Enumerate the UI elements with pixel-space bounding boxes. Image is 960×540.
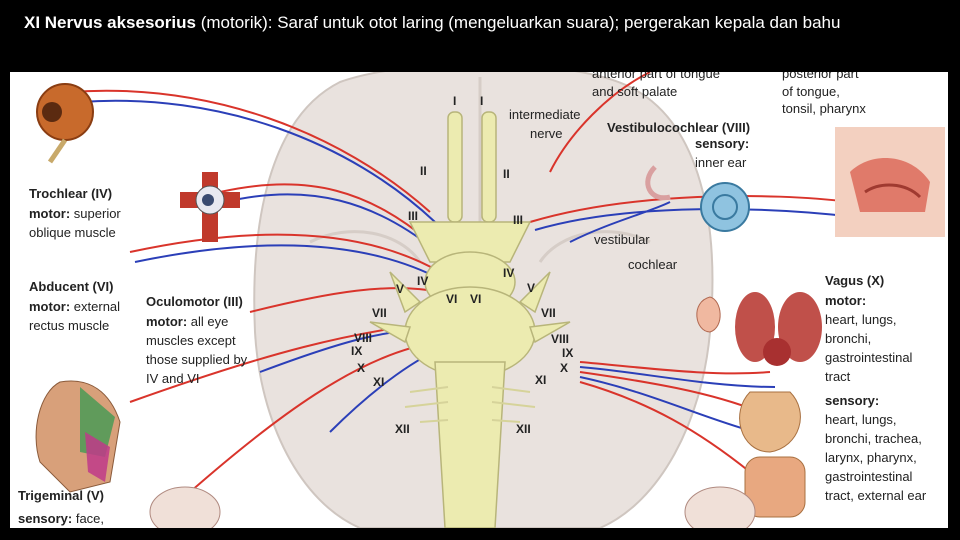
numeral-II-right: II [503,167,510,181]
vagus-sensory-5: tract, external ear [825,488,926,504]
trochlear-motor: motor: superior [29,206,121,222]
mouth-section-illustration [835,127,945,237]
slide-title-rest: (motorik): Saraf untuk otot laring (meng… [196,13,840,32]
numeral-XI-right: XI [535,373,546,387]
label-anterior-tongue: anterior part of tongue [592,72,720,82]
numeral-IX-right: IX [562,346,573,360]
cranial-nerves-figure: anterior part of tongue and soft palate … [10,72,948,528]
numeral-I-right: I [480,94,483,108]
numeral-X-right: X [560,361,568,375]
numeral-IV-left: IV [417,274,428,288]
label-cochlear: cochlear [628,257,677,273]
label-of-tongue: of tongue, [782,84,840,100]
head-profile-illustration [36,381,120,492]
oculomotor-line-4: IV and VI [146,371,199,387]
vagus-sensory-3: larynx, pharynx, [825,450,917,466]
vagus-motor-label: motor: [825,293,866,309]
numeral-VI-right: VI [470,292,481,306]
oculomotor-line-3: those supplied by [146,352,247,368]
vagus-sensory-1: heart, lungs, [825,412,897,428]
numeral-VIII-right: VIII [551,332,569,346]
label-vestibular: vestibular [594,232,650,248]
oculomotor-motor: motor: all eye [146,314,228,330]
numeral-II-left: II [420,164,427,178]
oculomotor-title: Oculomotor (III) [146,294,243,310]
olfactory-tract-left [448,112,462,222]
label-intermediate: intermediate [509,107,581,123]
numeral-V-left: V [396,282,404,296]
numeral-VII-right: VII [541,306,556,320]
heart-lungs-illustration [735,292,822,366]
numeral-XI-left: XI [373,375,384,389]
numeral-IX-left: IX [351,344,362,358]
numeral-VIII-left: VIII [354,331,372,345]
numeral-III-right: III [513,213,523,227]
vestibulocochlear-sensory-label: sensory: [695,136,749,152]
abducent-motor: motor: external [29,299,120,315]
vestibulocochlear-title: Vestibulocochlear (VIII) [607,120,750,136]
eye-muscles-illustration [180,172,240,242]
numeral-VI-left: VI [446,292,457,306]
label-tonsil-pharynx: tonsil, pharynx [782,101,866,117]
abducent-title: Abducent (VI) [29,279,114,295]
label-posterior-part: posterior part [782,72,859,82]
numeral-VII-left: VII [372,306,387,320]
numeral-I-left: I [453,94,456,108]
trochlear-title: Trochlear (IV) [29,186,112,202]
trigeminal-title: Trigeminal (V) [18,488,104,504]
skull-bottom-left-illustration [150,487,220,528]
slide-title: XI Nervus aksesorius (motorik): Saraf un… [24,12,944,34]
numeral-III-left: III [408,209,418,223]
oculomotor-line-2: muscles except [146,333,236,349]
numeral-XII-right: XII [516,422,531,436]
numeral-X-left: X [357,361,365,375]
numeral-XII-left: XII [395,422,410,436]
vagus-motor-1: heart, lungs, [825,312,897,328]
numeral-IV-right: IV [503,266,514,280]
olfactory-tract-right [482,112,496,222]
eyeball-illustration [37,84,93,162]
vagus-motor-3: gastrointestinal [825,350,912,366]
label-nerve: nerve [530,126,563,142]
trochlear-motor-2: oblique muscle [29,225,116,241]
label-soft-palate: and soft palate [592,84,677,100]
vagus-title: Vagus (X) [825,273,884,289]
vagus-sensory-2: bronchi, trachea, [825,431,922,447]
trigeminal-sensory: sensory: face, [18,511,104,527]
vagus-motor-4: tract [825,369,850,385]
vagus-sensory-4: gastrointestinal [825,469,912,485]
vagus-sensory-label: sensory: [825,393,879,409]
abducent-motor-2: rectus muscle [29,318,109,334]
vestibulocochlear-sensory-value: inner ear [695,155,746,171]
numeral-V-right: V [527,281,535,295]
vagus-motor-2: bronchi, [825,331,871,347]
slide-title-bold: XI Nervus aksesorius [24,13,196,32]
